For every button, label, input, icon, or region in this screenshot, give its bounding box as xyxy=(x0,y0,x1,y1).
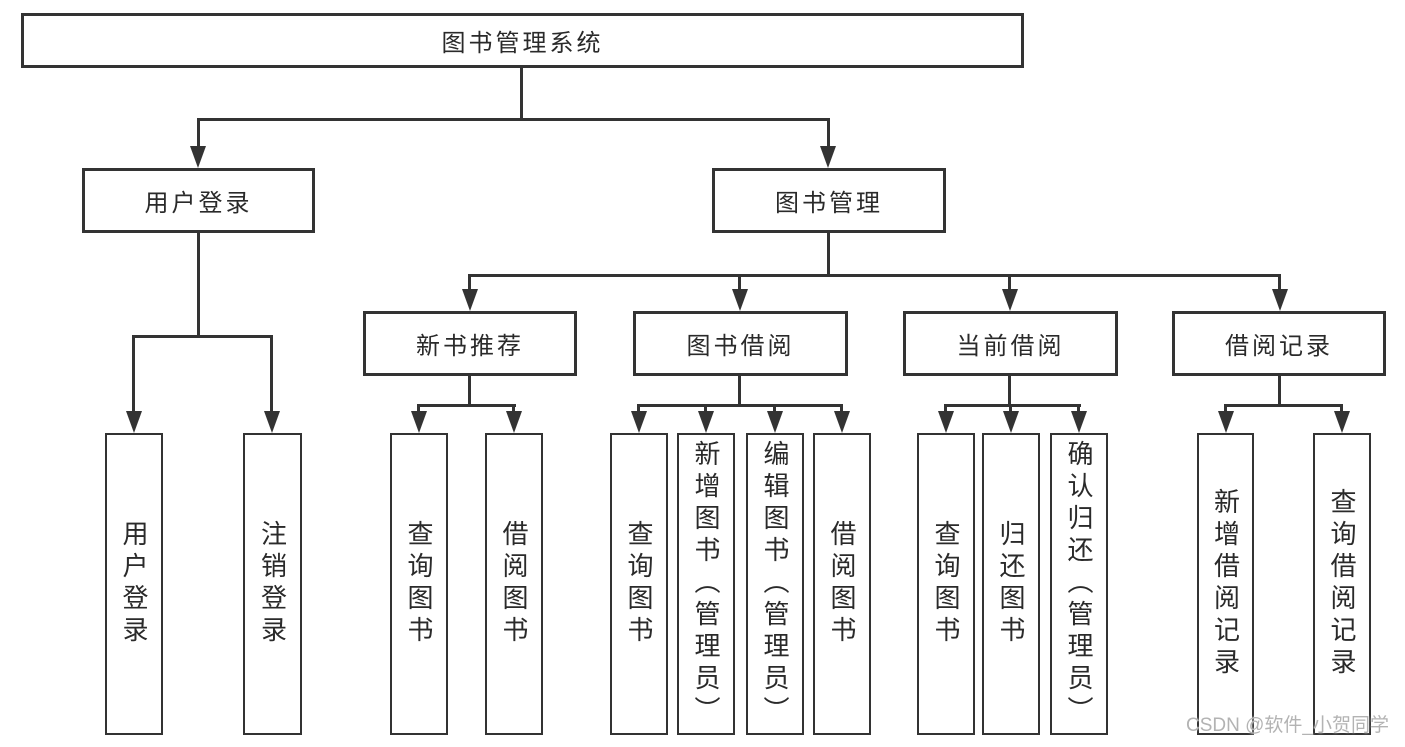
arrow-down-icon xyxy=(264,411,280,433)
arrow-down-icon xyxy=(126,411,142,433)
node-current-borrowing: 当前借阅 xyxy=(903,311,1118,376)
node-book-management: 图书管理 xyxy=(712,168,946,233)
leaf-query-borrow-record: 查询借阅记录 xyxy=(1313,433,1371,735)
watermark: CSDN @软件_小贺同学 xyxy=(1186,715,1389,736)
leaf-borrow-books-label: 借阅图书 xyxy=(827,520,857,648)
connector-drop xyxy=(197,118,200,148)
leaf-query-borrow-record-label: 查询借阅记录 xyxy=(1327,488,1357,680)
node-new-book-recommend: 新书推荐 xyxy=(363,311,577,376)
connector-drop xyxy=(827,118,830,148)
connector-drop xyxy=(417,404,420,413)
arrow-down-icon xyxy=(1334,411,1350,433)
arrow-down-icon xyxy=(1003,411,1019,433)
arrow-down-icon xyxy=(631,411,647,433)
leaf-return-books: 归还图书 xyxy=(982,433,1040,735)
leaf-query-books-borrowing-label: 查询图书 xyxy=(624,520,654,648)
connector-drop xyxy=(637,404,640,413)
connector-drop xyxy=(468,376,471,406)
leaf-query-books-recommend: 查询图书 xyxy=(390,433,448,735)
leaf-query-books-borrowing: 查询图书 xyxy=(610,433,668,735)
node-current-borrowing-label: 当前借阅 xyxy=(956,333,1065,360)
connector-drop xyxy=(468,274,471,290)
connector-level2-bus xyxy=(197,118,830,121)
node-root: 图书管理系统 xyxy=(21,13,1024,68)
connector-drop xyxy=(704,404,707,413)
leaf-add-books-admin: 新增图书（管理员） xyxy=(677,433,735,735)
connector-drop xyxy=(827,233,830,276)
connector-drop xyxy=(1008,274,1011,290)
node-new-book-recommend-label: 新书推荐 xyxy=(416,333,524,360)
connector-drop xyxy=(773,404,776,413)
node-book-borrowing-label: 图书借阅 xyxy=(686,333,795,360)
arrow-down-icon xyxy=(834,411,850,433)
leaf-logout-label: 注销登录 xyxy=(257,520,288,648)
connector-bus xyxy=(417,404,516,407)
arrow-down-icon xyxy=(938,411,954,433)
node-borrowing-records: 借阅记录 xyxy=(1172,311,1386,376)
leaf-return-books-label: 归还图书 xyxy=(996,520,1026,648)
leaf-query-books-recommend-label: 查询图书 xyxy=(404,520,434,648)
node-user-login-label: 用户登录 xyxy=(144,190,253,217)
arrow-down-icon xyxy=(767,411,783,433)
arrow-down-icon xyxy=(698,411,714,433)
connector-bus xyxy=(132,335,273,338)
connector-drop xyxy=(1340,404,1343,413)
connector-drop xyxy=(840,404,843,413)
leaf-add-borrow-record-label: 新增借阅记录 xyxy=(1210,488,1241,680)
arrow-down-icon xyxy=(1071,411,1087,433)
connector-drop xyxy=(1224,404,1227,413)
arrow-down-icon xyxy=(1218,411,1234,433)
connector-drop xyxy=(1008,376,1011,406)
connector-drop xyxy=(1077,404,1080,413)
leaf-add-books-admin-label: 新增图书（管理员） xyxy=(691,440,721,728)
arrow-down-icon xyxy=(820,146,836,168)
connector-drop xyxy=(738,376,741,406)
connector-bus xyxy=(944,404,1081,407)
arrow-down-icon xyxy=(462,289,478,311)
arrow-down-icon xyxy=(190,146,206,168)
connector-drop xyxy=(512,404,515,413)
arrow-down-icon xyxy=(732,289,748,311)
node-borrowing-records-label: 借阅记录 xyxy=(1225,333,1333,360)
leaf-confirm-return-admin-label: 确认归还（管理员） xyxy=(1064,440,1094,728)
leaf-add-borrow-record: 新增借阅记录 xyxy=(1197,433,1254,735)
connector-drop xyxy=(1278,274,1281,290)
connector-drop xyxy=(197,233,200,337)
leaf-user-login-label: 用户登录 xyxy=(119,520,149,648)
node-root-label: 图书管理系统 xyxy=(441,30,604,57)
arrow-down-icon xyxy=(411,411,427,433)
leaf-edit-books-admin-label: 编辑图书（管理员） xyxy=(760,440,790,728)
connector-drop xyxy=(1009,404,1012,413)
leaf-borrow-books: 借阅图书 xyxy=(813,433,871,735)
connector-bus xyxy=(637,404,842,407)
leaf-query-books-current: 查询图书 xyxy=(917,433,975,735)
connector-level3-bus xyxy=(468,274,1281,277)
connector-drop xyxy=(944,404,947,413)
arrow-down-icon xyxy=(1272,289,1288,311)
leaf-borrow-books-recommend-label: 借阅图书 xyxy=(499,520,529,648)
connector-bus xyxy=(1224,404,1342,407)
leaf-logout: 注销登录 xyxy=(243,433,302,735)
node-book-management-label: 图书管理 xyxy=(775,190,883,217)
connector-drop xyxy=(270,335,273,413)
arrow-down-icon xyxy=(1002,289,1018,311)
connector-drop xyxy=(1278,376,1281,406)
arrow-down-icon xyxy=(506,411,522,433)
connector-drop xyxy=(132,335,135,413)
node-book-borrowing: 图书借阅 xyxy=(633,311,848,376)
leaf-user-login: 用户登录 xyxy=(105,433,163,735)
leaf-edit-books-admin: 编辑图书（管理员） xyxy=(746,433,804,735)
node-user-login: 用户登录 xyxy=(82,168,315,233)
connector-root-drop xyxy=(520,67,523,120)
connector-drop xyxy=(738,274,741,290)
leaf-confirm-return-admin: 确认归还（管理员） xyxy=(1050,433,1108,735)
leaf-query-books-current-label: 查询图书 xyxy=(931,520,961,648)
leaf-borrow-books-recommend: 借阅图书 xyxy=(485,433,543,735)
